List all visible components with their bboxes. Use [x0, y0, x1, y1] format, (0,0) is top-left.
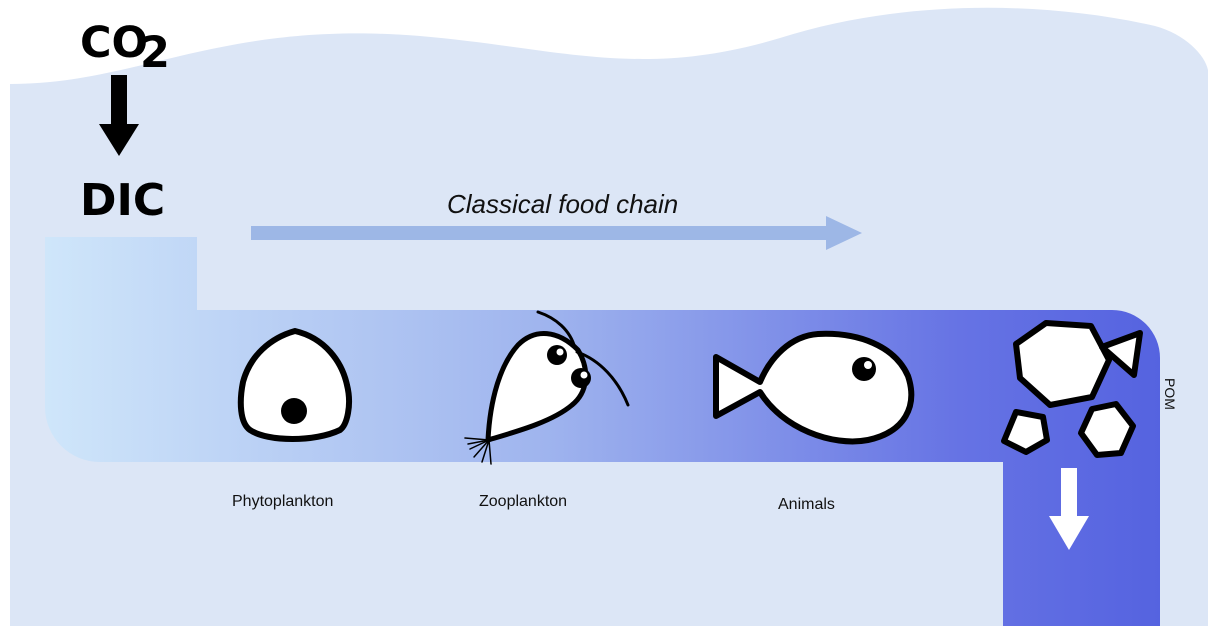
food-chain-label: Classical food chain — [447, 189, 678, 219]
dic-label: DIC — [80, 175, 165, 226]
phytoplankton-label: Phytoplankton — [232, 493, 333, 510]
co2-label: CO — [80, 18, 148, 68]
co2-subscript: 2 — [140, 28, 170, 78]
animals-label: Animals — [778, 496, 835, 513]
zooplankton-label: Zooplankton — [479, 493, 567, 510]
pom-label: POM — [1162, 378, 1178, 410]
